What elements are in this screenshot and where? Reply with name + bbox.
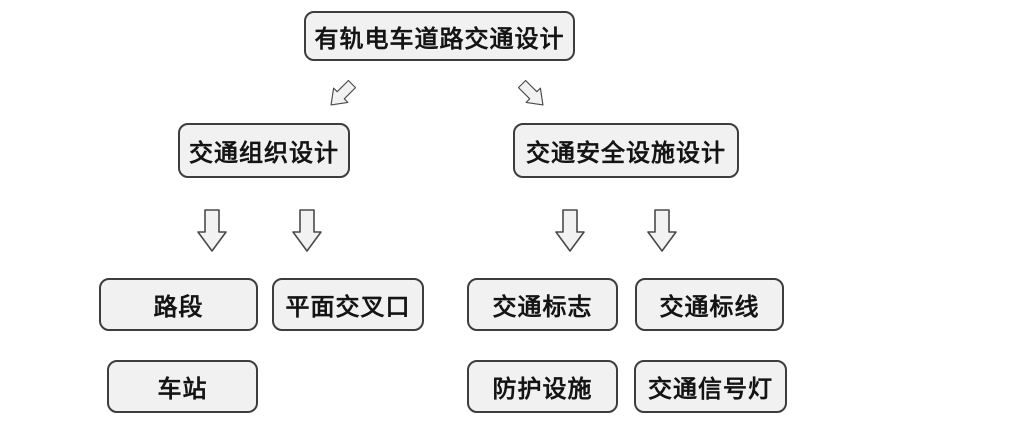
node-road-section: 路段: [99, 278, 258, 331]
node-traffic-signal-lights: 交通信号灯: [634, 360, 787, 413]
arrow-down-right-icon: [513, 75, 551, 113]
arrow-down-icon: [555, 209, 585, 252]
arrow-down-left-icon: [322, 75, 360, 113]
node-traffic-signs: 交通标志: [467, 278, 618, 331]
arrow-down-icon: [647, 209, 677, 252]
node-station: 车站: [107, 360, 258, 413]
node-branch-traffic-organization: 交通组织设计: [178, 123, 350, 178]
node-branch-traffic-safety-facilities: 交通安全设施设计: [513, 123, 739, 178]
node-traffic-markings: 交通标线: [635, 278, 784, 331]
arrow-down-icon: [292, 209, 322, 252]
node-at-grade-intersection: 平面交叉口: [272, 278, 424, 331]
node-root: 有轨电车道路交通设计: [304, 11, 575, 61]
node-protective-facilities: 防护设施: [467, 360, 618, 413]
arrow-down-icon: [197, 209, 227, 252]
